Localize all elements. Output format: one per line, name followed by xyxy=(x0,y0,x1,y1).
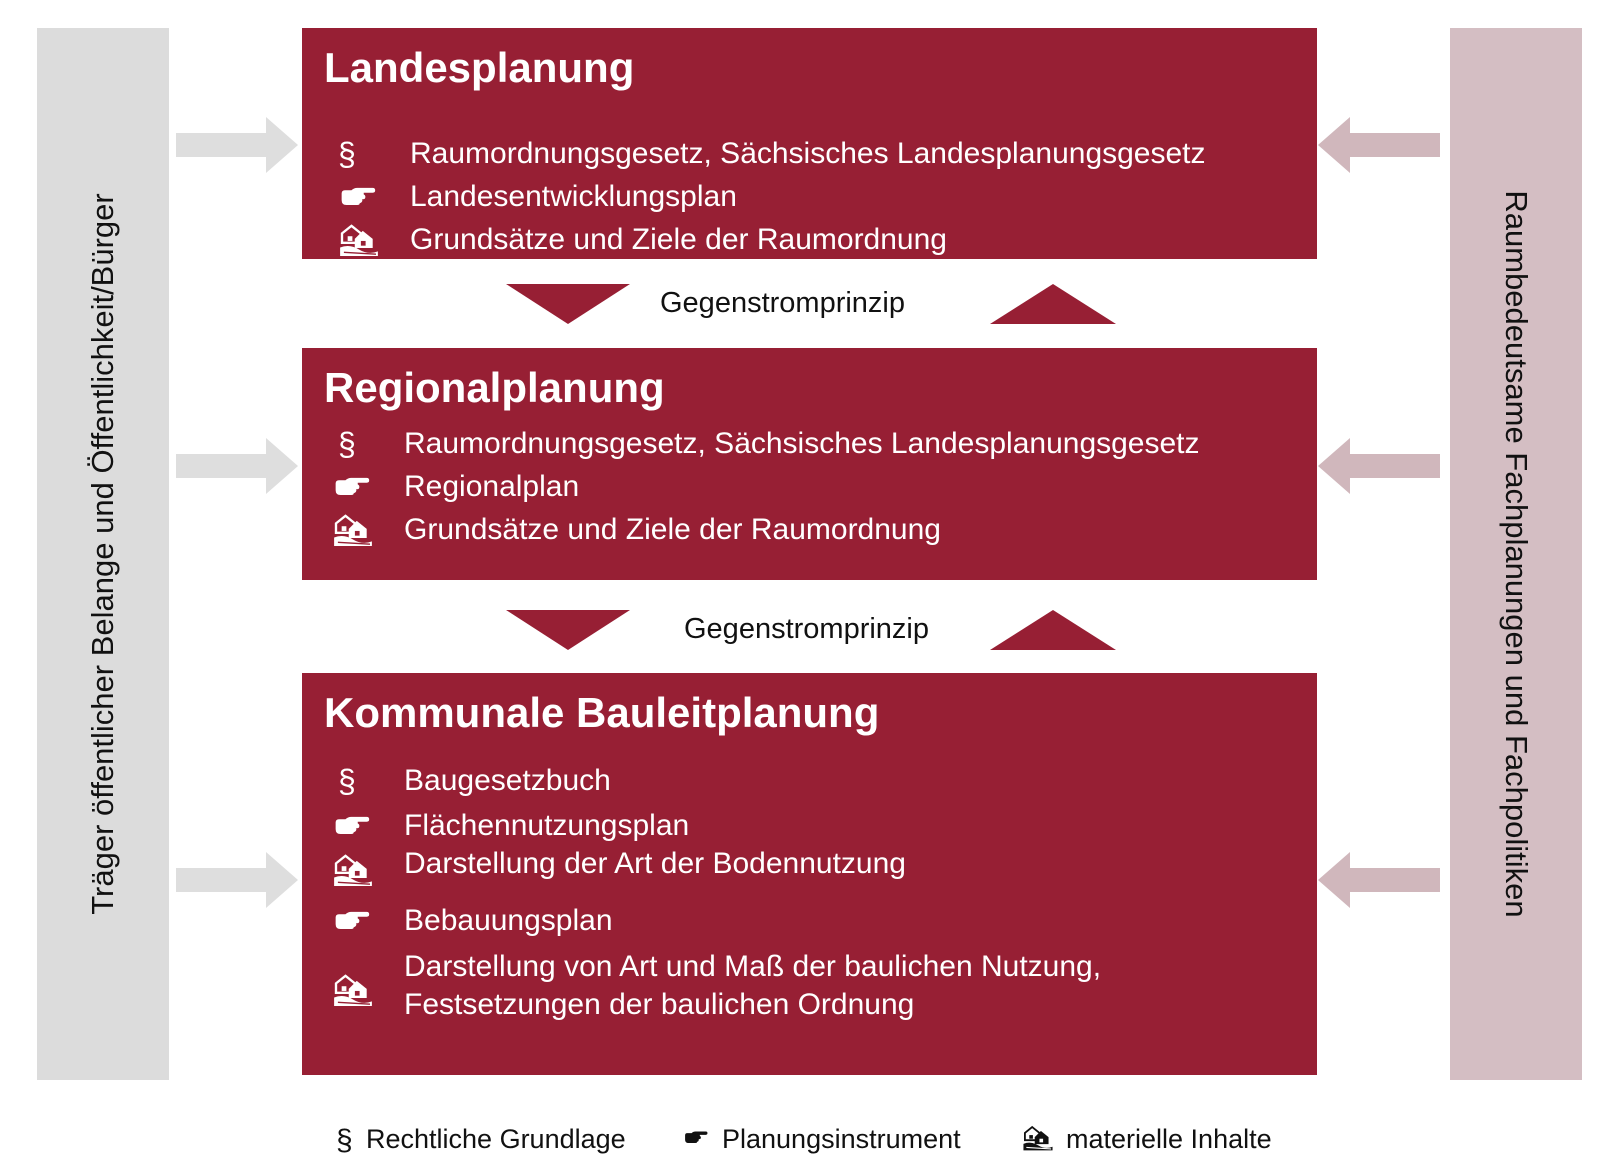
item-text: Grundsätze und Ziele der Raumordnung xyxy=(410,223,947,256)
down-triangle-1 xyxy=(506,284,630,324)
paragraph-icon: § xyxy=(338,426,356,462)
level-regionalplanung: Regionalplanung § Raumordnungsgesetz, Sä… xyxy=(302,348,1317,580)
right-sidebar: Raumbedeutsame Fachplanungen und Fachpol… xyxy=(1450,28,1582,1080)
houses-icon xyxy=(332,853,374,887)
right-arrow-landesplanung xyxy=(1318,117,1440,173)
legend-label: materielle Inhalte xyxy=(1066,1124,1272,1154)
item-text: Raumordnungsgesetz, Sächsisches Landespl… xyxy=(410,137,1206,170)
level-title: Landesplanung xyxy=(324,44,635,91)
paragraph-icon: § xyxy=(336,1124,353,1157)
level-bauleitplanung: Kommunale Bauleitplanung § Baugesetzbuch… xyxy=(302,673,1317,1075)
item-text: Baugesetzbuch xyxy=(404,764,611,797)
item-text: Bebauungsplan xyxy=(404,904,613,937)
item-text: Raumordnungsgesetz, Sächsisches Landespl… xyxy=(404,427,1200,460)
houses-icon xyxy=(338,223,380,257)
left-arrow-regionalplanung xyxy=(176,438,298,494)
legend-label: Planungsinstrument xyxy=(722,1124,961,1154)
pointing-hand-icon xyxy=(334,910,370,930)
paragraph-icon: § xyxy=(338,763,356,799)
left-sidebar-label: Träger öffentlicher Belange und Öffentli… xyxy=(85,193,120,915)
counter-flow-label-2: Gegenstromprinzip xyxy=(684,613,929,645)
down-triangle-2 xyxy=(506,610,630,650)
level-landesplanung: Landesplanung § Raumordnungsgesetz, Säch… xyxy=(302,28,1317,259)
item-text: Regionalplan xyxy=(404,470,580,503)
item-text: Darstellung von Art und Maß der bauliche… xyxy=(404,950,1102,983)
legend-label: Rechtliche Grundlage xyxy=(366,1124,626,1154)
level-title: Kommunale Bauleitplanung xyxy=(324,689,880,736)
up-triangle-1 xyxy=(990,284,1116,324)
pointing-hand-icon xyxy=(684,1130,708,1144)
houses-icon xyxy=(332,973,374,1007)
item-text: Flächennutzungsplan xyxy=(404,809,690,842)
paragraph-icon: § xyxy=(338,136,356,172)
item-text: Darstellung der Art der Bodennutzung xyxy=(404,847,906,880)
counter-flow-label-1: Gegenstromprinzip xyxy=(660,287,905,319)
level-title: Regionalplanung xyxy=(324,364,665,411)
right-arrow-regionalplanung xyxy=(1318,438,1440,494)
pointing-hand-icon xyxy=(334,476,370,496)
right-arrow-bauleitplanung xyxy=(1318,852,1440,908)
left-arrow-landesplanung xyxy=(176,117,298,173)
left-sidebar: Träger öffentlicher Belange und Öffentli… xyxy=(37,28,169,1080)
houses-icon xyxy=(1022,1124,1054,1152)
right-sidebar-label: Raumbedeutsame Fachplanungen und Fachpol… xyxy=(1499,190,1534,918)
houses-icon xyxy=(332,513,374,547)
pointing-hand-icon xyxy=(334,815,370,835)
up-triangle-2 xyxy=(990,610,1116,650)
item-text: Grundsätze und Ziele der Raumordnung xyxy=(404,513,941,546)
item-text: Festsetzungen der baulichen Ordnung xyxy=(404,988,915,1021)
item-text: Landesentwicklungsplan xyxy=(410,180,737,213)
pointing-hand-icon xyxy=(340,186,376,206)
left-arrow-bauleitplanung xyxy=(176,852,298,908)
